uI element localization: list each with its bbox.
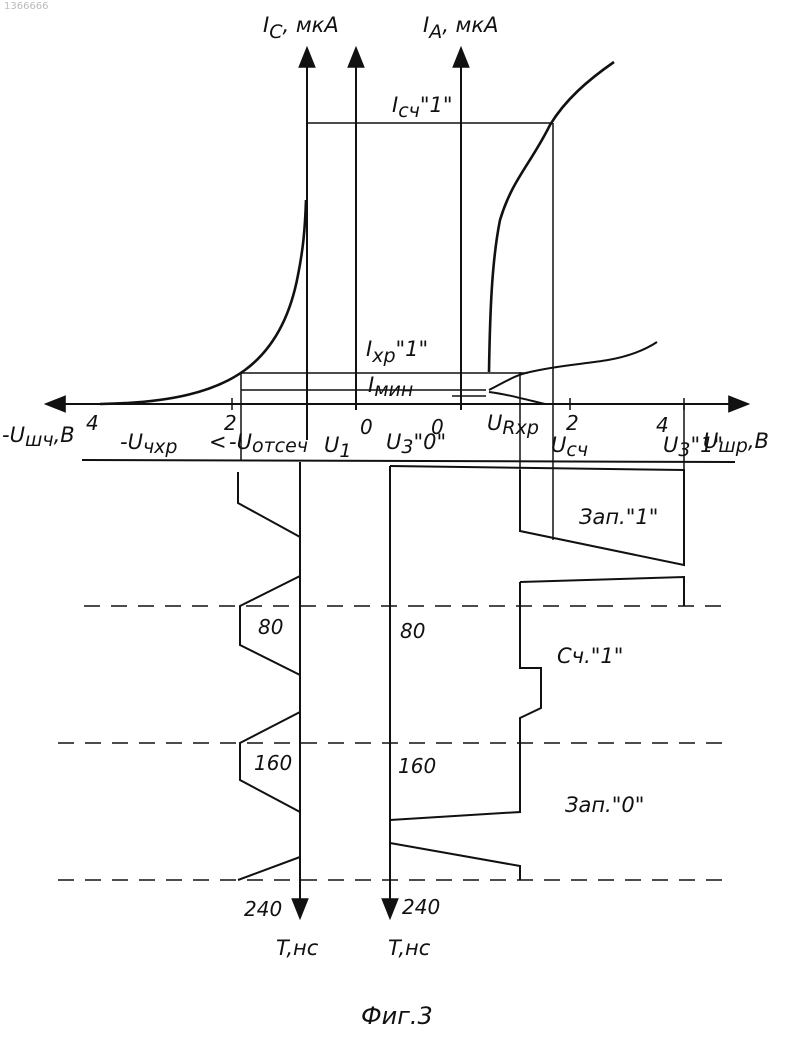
ia-axis-label: IA, мкА xyxy=(423,13,498,43)
ia-curve xyxy=(489,62,614,372)
watermark: 1366666 xyxy=(4,1,49,12)
time-label-left: T,нс xyxy=(276,936,319,960)
label-u-rxp: URхр xyxy=(487,411,539,439)
time-tick-right-80: 80 xyxy=(400,619,425,643)
time-tick-left-240: 240 xyxy=(244,897,282,921)
label-u1: U1 xyxy=(324,433,351,462)
ic-axis-label: IC, мкА xyxy=(263,13,339,43)
label-i-min: Iмин xyxy=(368,373,413,401)
time-tick-right-240: 240 xyxy=(402,895,440,919)
label-i-store-1: Iхр"1" xyxy=(366,337,428,367)
time-label-right: T,нс xyxy=(388,936,431,960)
time-baseline xyxy=(82,460,735,462)
time-tick-right-160: 160 xyxy=(398,754,436,778)
time-tick-left-160: 160 xyxy=(254,751,292,775)
time-tick-left-80: 80 xyxy=(258,615,283,639)
label-u-otsech: -Uотсеч xyxy=(229,430,308,457)
tick-label-right-2: 2 xyxy=(566,411,579,435)
label-u3-0: U3"0" xyxy=(386,430,446,458)
label-read-1: Сч."1" xyxy=(557,644,623,668)
waveform-row-read xyxy=(390,577,684,880)
tick-label-left-4: 4 xyxy=(86,411,99,435)
ia-min-curve xyxy=(489,392,545,404)
label-u-chxp: -Uчхр xyxy=(120,430,177,458)
label-u3-1: U3"1" xyxy=(663,433,723,461)
label-i-read-1: Iсч"1" xyxy=(392,93,453,122)
left-voltage-label: -Uшч,В xyxy=(2,423,75,451)
label-arrow-sign: < xyxy=(209,430,227,454)
waveform-column xyxy=(238,472,300,880)
label-write-0: Зап."0" xyxy=(565,793,644,817)
label-u-sch: Uсч xyxy=(551,433,588,461)
ia-store-curve xyxy=(489,342,657,390)
tick-label-zero-c: 0 xyxy=(360,415,373,439)
figure-caption: Фиг.3 xyxy=(361,1002,433,1030)
label-write-1: Зап."1" xyxy=(579,505,658,529)
